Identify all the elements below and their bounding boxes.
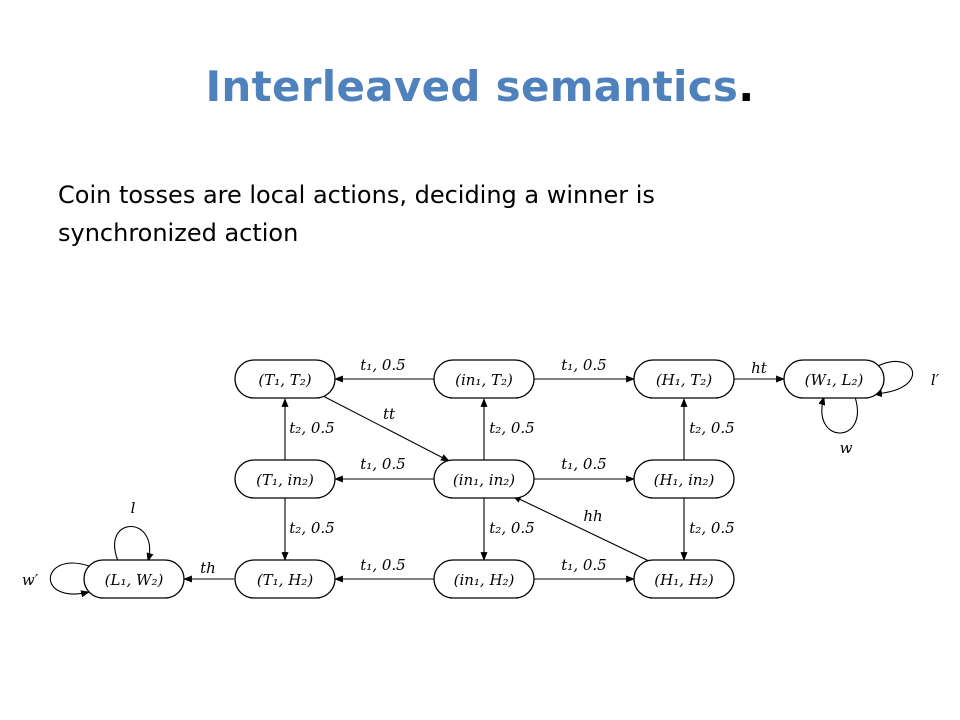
edge-label: tt [383,405,396,423]
slide-body-text: Coin tosses are local actions, deciding … [58,181,655,247]
node-label: (in₁, H₂) [454,571,515,589]
node-H1in2: (H₁, in₂) [633,459,735,499]
node-T1T2: (T₁, T₂) [234,359,336,399]
edge-label: t₂, 0.5 [289,519,334,537]
node-label: (in₁, T₂) [455,371,513,389]
edge-labels: t₁, 0.5 t₁, 0.5 ht l′ w t₂, 0.5 t₂, 0.5 … [22,356,940,589]
edge-L1W2-self-top [114,526,154,562]
edges [49,361,914,598]
edge-label: t₁, 0.5 [561,356,606,374]
node-label: (H₁, in₂) [654,471,715,489]
edge-label: ht [751,359,768,377]
edge-W1L2-self-right [873,361,914,397]
node-label: (H₁, T₂) [656,371,713,389]
node-label: (T₁, H₂) [257,571,314,589]
edge-L1W2-self-left [49,562,90,598]
edge-label: th [200,559,216,577]
node-label: (T₁, in₂) [256,471,314,489]
edge-W1L2-self-bottom [818,396,858,434]
edge-label: l′ [931,371,940,389]
node-label: (H₁, H₂) [654,571,714,589]
edge-label: t₂, 0.5 [689,519,734,537]
edge-label: w′ [22,571,39,589]
node-H1T2: (H₁, T₂) [633,359,735,399]
node-in1T2: (in₁, T₂) [433,359,535,399]
edge-label: t₂, 0.5 [289,419,334,437]
node-label: (L₁, W₂) [105,571,164,589]
edge-H1H2-to-in1in2 [512,495,654,564]
edge-label: t₂, 0.5 [489,419,534,437]
node-label: (in₁, in₂) [453,471,515,489]
node-in1H2: (in₁, H₂) [433,559,535,599]
node-L1W2: (L₁, W₂) [83,559,185,599]
node-label: (T₁, T₂) [258,371,311,389]
edge-label: hh [583,507,602,525]
node-in1in2: (in₁, in₂) [433,459,535,499]
edge-label: w [840,439,853,457]
edge-label: t₂, 0.5 [689,419,734,437]
node-T1H2: (T₁, H₂) [234,559,336,599]
edge-label: t₁, 0.5 [561,455,606,473]
nodes: (T₁, T₂) (in₁, T₂) (H₁, T₂) (W₁, L₂) (T₁… [83,359,885,599]
edge-label: t₁, 0.5 [360,556,405,574]
slide-title-text: Interleaved semantics [205,62,739,111]
node-H1H2: (H₁, H₂) [633,559,735,599]
edge-label: t₁, 0.5 [561,556,606,574]
node-label: (W₁, L₂) [805,371,864,389]
edge-T1T2-to-in1in2 [322,395,450,462]
edge-label: t₂, 0.5 [489,519,534,537]
slide-title: Interleaved semantics. [0,62,960,111]
node-W1L2: (W₁, L₂) [783,359,885,399]
node-T1in2: (T₁, in₂) [234,459,336,499]
edge-label: l [131,499,136,517]
slide-title-period: . [738,62,755,111]
edge-label: t₁, 0.5 [360,356,405,374]
edge-label: t₁, 0.5 [360,455,405,473]
